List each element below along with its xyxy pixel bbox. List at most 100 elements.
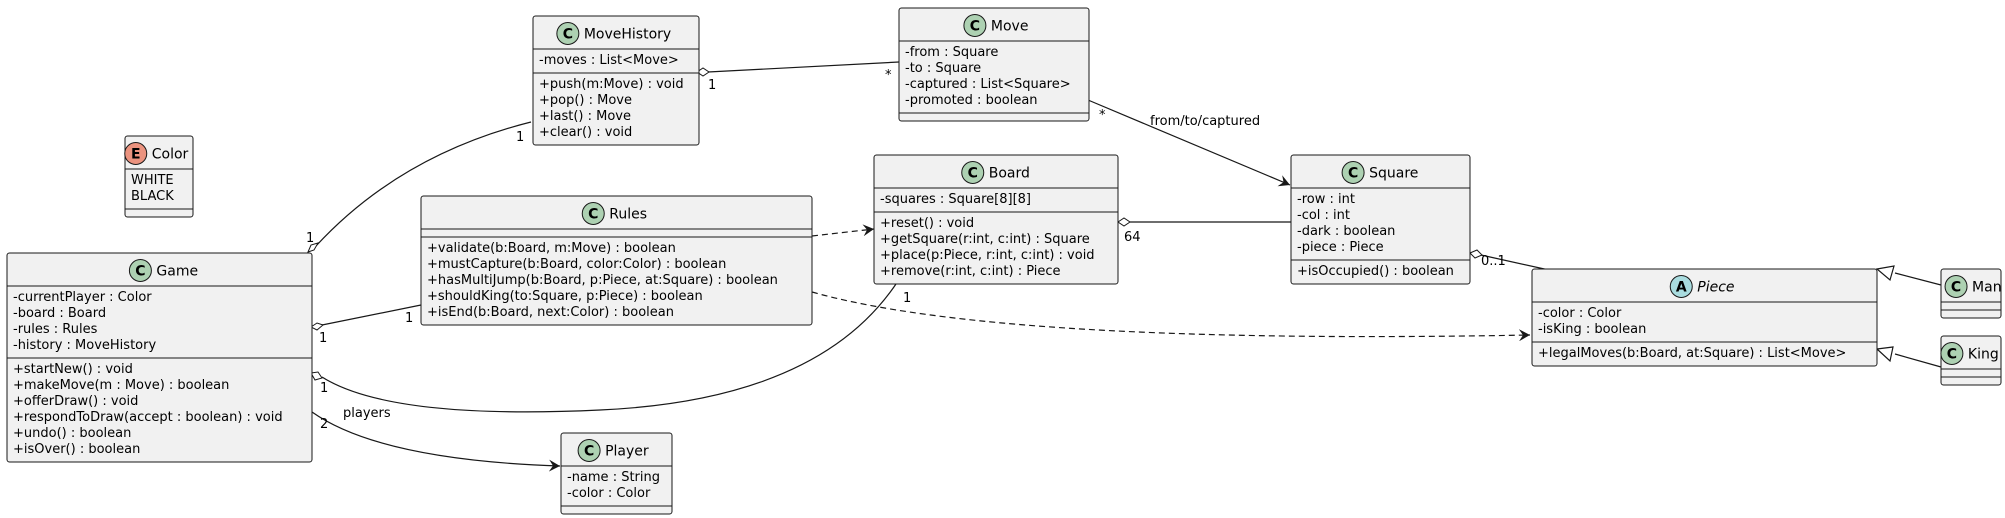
relationships [307, 61, 1942, 472]
class-method: +place(p:Piece, r:int, c:int) : void [880, 248, 1095, 263]
class-attribute: -squares : Square[8][8] [880, 192, 1031, 207]
multiplicity-label: 1 [903, 291, 911, 306]
stereotype-letter: C [588, 207, 598, 223]
class-method: +remove(r:int, c:int) : Piece [880, 264, 1061, 279]
stereotype-circle-icon [1940, 342, 1964, 365]
stereotype-circle-icon [1341, 161, 1365, 184]
class-method: +undo() : boolean [13, 426, 131, 441]
multiplicity-label: 1 [708, 78, 716, 93]
class-name: Player [605, 444, 649, 460]
class-attribute: BLACK [131, 189, 174, 204]
edge-square-piece [1480, 254, 1550, 271]
stereotype-letter: A [1676, 280, 1687, 296]
aggregation-diamond [310, 322, 325, 331]
multiplicity-label: * [1099, 108, 1106, 123]
stereotype-letter: C [563, 27, 573, 43]
generalization-triangle [1875, 346, 1894, 363]
class-method: +getSquare(r:int, c:int) : Square [880, 232, 1090, 247]
class-name: Man [1972, 280, 2002, 296]
class-attribute: -currentPlayer : Color [13, 290, 152, 305]
class-box [420, 195, 813, 326]
stereotype-letter: C [970, 19, 980, 35]
relationship-labels: 1 * * from/to/captured 1 1 1 1 1 1 64 0.… [306, 68, 1506, 432]
dependency-rules-board [811, 224, 875, 237]
multiplicity-label: * [885, 68, 892, 83]
class-name: Rules [609, 207, 647, 223]
class-method: +mustCapture(b:Board, color:Color) : boo… [427, 257, 726, 272]
multiplicity-label: 1 [516, 130, 524, 145]
aggregation-diamond [1117, 217, 1131, 227]
edge-game-rules [321, 304, 422, 326]
class-attribute: -moves : List<Move> [539, 53, 679, 68]
class-attribute: -color : Color [567, 486, 651, 501]
class-method: +hasMultiJump(b:Board, p:Piece, at:Squar… [427, 273, 778, 288]
stereotype-circle-icon [124, 142, 148, 165]
stereotype-letter: C [968, 166, 978, 182]
class-name: MoveHistory [584, 27, 671, 43]
dependency-rules-piece [811, 291, 1531, 342]
class-name: Piece [1697, 280, 1734, 296]
multiplicity-label: 1 [320, 381, 328, 396]
edge-king-piece [1894, 353, 1942, 368]
class-attribute: -name : String [567, 470, 660, 485]
class-attribute: -isKing : boolean [1538, 322, 1646, 337]
class-attribute: -promoted : boolean [905, 93, 1038, 108]
class-attribute: -history : MoveHistory [13, 338, 156, 353]
role-label: players [343, 406, 391, 421]
class-player: C Player -name : String-color : Color [560, 432, 673, 515]
class-method: +pop() : Move [539, 93, 632, 108]
aggregation-diamond [307, 242, 320, 253]
edge-game-board [321, 280, 899, 413]
class-method: +last() : Move [539, 109, 631, 124]
class-name: Board [989, 166, 1030, 182]
stereotype-circle-icon [577, 439, 601, 462]
edge-game-movehistory [315, 121, 532, 247]
class-method: +startNew() : void [13, 362, 133, 377]
class-attribute: -to : Square [905, 61, 981, 76]
stereotype-letter: C [584, 444, 594, 460]
multiplicity-label: 2 [320, 417, 328, 432]
class-box [1290, 154, 1471, 285]
class-attribute: -col : int [1297, 208, 1350, 223]
stereotype-circle-icon [128, 259, 152, 282]
multiplicity-label: 1 [306, 231, 314, 246]
stereotype-circle-icon [556, 22, 580, 45]
class-name: Color [152, 147, 189, 163]
edge-man-piece [1894, 272, 1942, 286]
stereotype-circle-icon [961, 161, 985, 184]
class-method: +legalMoves(b:Board, at:Square) : List<M… [1538, 346, 1846, 361]
class-method: +reset() : void [880, 216, 974, 231]
multiplicity-label: 1 [405, 311, 413, 326]
multiplicity-label: 64 [1124, 230, 1141, 245]
stereotype-letter: C [1951, 280, 1961, 296]
stereotype-circle-icon [1669, 275, 1693, 298]
class-attribute: -board : Board [13, 306, 106, 321]
stereotype-circle-icon [581, 202, 605, 225]
class-movehistory: C MoveHistory -moves : List<Move> +push(m:M… [532, 15, 700, 146]
stereotype-letter: C [135, 264, 145, 280]
stereotype-letter: C [1947, 347, 1957, 363]
edge-game-player [311, 411, 561, 472]
stereotype-circle-icon [1944, 275, 1968, 298]
class-method: +shouldKing(to:Square, p:Piece) : boolea… [427, 289, 703, 304]
class-method: +isEnd(b:Board, next:Color) : boolean [427, 305, 674, 320]
class-attribute: -from : Square [905, 45, 998, 60]
class-man: C Man [1940, 268, 2002, 319]
class-method: +push(m:Move) : void [539, 77, 684, 92]
class-attribute: -rules : Rules [13, 322, 98, 337]
class-attribute: -captured : List<Square> [905, 77, 1071, 92]
class-method: +clear() : void [539, 125, 632, 140]
stereotype-circle-icon [963, 14, 987, 37]
role-label: from/to/captured [1150, 114, 1260, 129]
class-method: +respondToDraw(accept : boolean) : void [13, 410, 283, 425]
class-attribute: -piece : Piece [1297, 240, 1384, 255]
class-method: +makeMove(m : Move) : boolean [13, 378, 229, 393]
